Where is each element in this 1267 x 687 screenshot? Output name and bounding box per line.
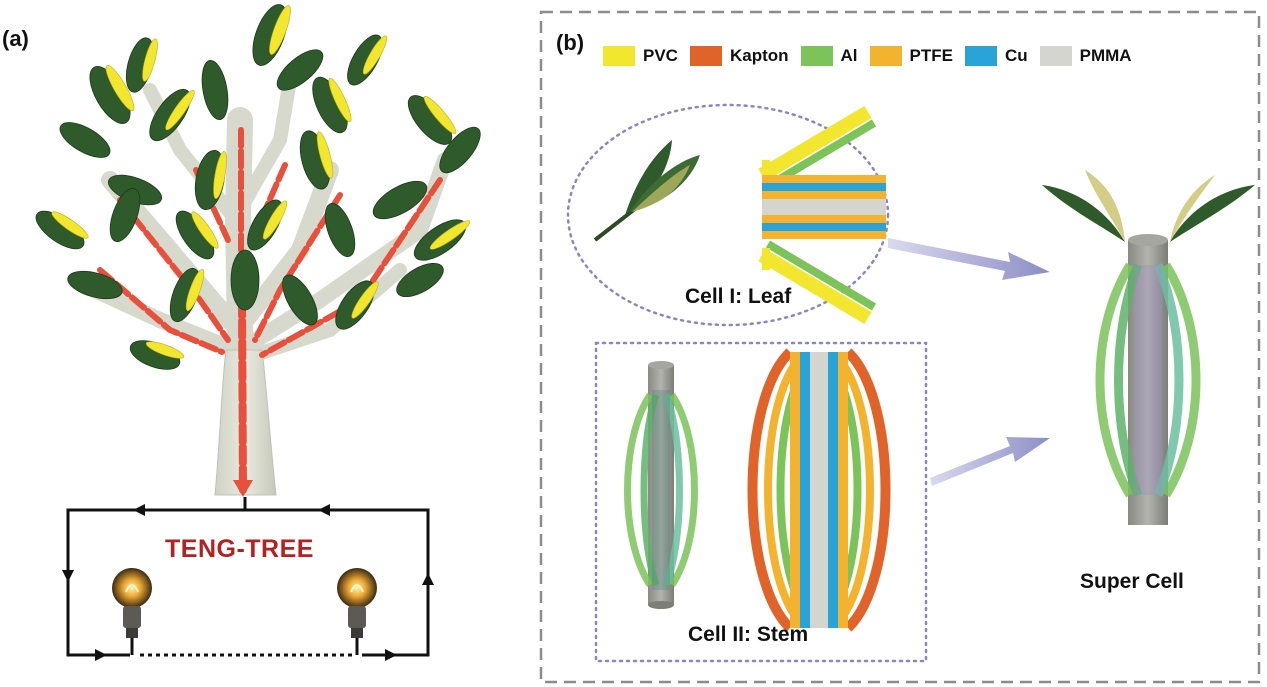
legend-swatch [869, 46, 902, 66]
cell-stem-label: Cell II: Stem [688, 623, 809, 646]
legend-swatch [603, 46, 635, 66]
light-bulb-left [112, 568, 152, 655]
legend-swatch [689, 46, 722, 66]
panel-b-label: (b) [556, 30, 585, 55]
cell-stem-boundary [594, 341, 928, 663]
arrow-stem-to-super [930, 437, 1050, 486]
tree-branches [87, 73, 453, 453]
legend-label: Kapton [729, 46, 789, 65]
legend-label: PMMA [1079, 46, 1132, 65]
super-cell-illustration [1042, 170, 1255, 525]
legend-label: PVC [643, 46, 678, 65]
light-bulb-right [337, 568, 377, 655]
stem-layer-structure [747, 348, 891, 632]
legend-swatch [800, 46, 833, 66]
legend-swatch [964, 46, 997, 66]
main-arrow-head [233, 480, 253, 497]
legend-label: Al [840, 46, 858, 65]
legend-label: Cu [1004, 46, 1028, 65]
panel-a-label: (a) [2, 26, 29, 51]
tree-leaves [35, 4, 481, 370]
leaf-layer-structure [758, 105, 886, 325]
teng-tree [35, 4, 481, 661]
cell-leaf-boundary [566, 103, 890, 327]
legend-swatch [1039, 46, 1072, 66]
teng-tree-title: TENG-TREE [165, 535, 314, 563]
material-legend: PVC Kapton Al PTFE Cu PMMA [603, 46, 1144, 66]
legend-item-kapton: Kapton [689, 46, 789, 66]
legend-label: PTFE [909, 46, 953, 65]
super-cell-label: Super Cell [1080, 570, 1184, 593]
legend-item-al: Al [800, 46, 858, 66]
cell-leaf-label: Cell I: Leaf [685, 285, 792, 308]
legend-item-pmma: PMMA [1039, 46, 1132, 66]
arrow-leaf-to-super [888, 238, 1050, 280]
stem-illustration [624, 361, 698, 609]
leaf-illustration [593, 140, 700, 242]
legend-item-ptfe: PTFE [869, 46, 953, 66]
legend-item-cu: Cu [964, 46, 1028, 66]
legend-item-pvc: PVC [603, 46, 678, 66]
panel-b-frame [539, 10, 1261, 684]
circuit-direction-arrows [62, 504, 434, 661]
